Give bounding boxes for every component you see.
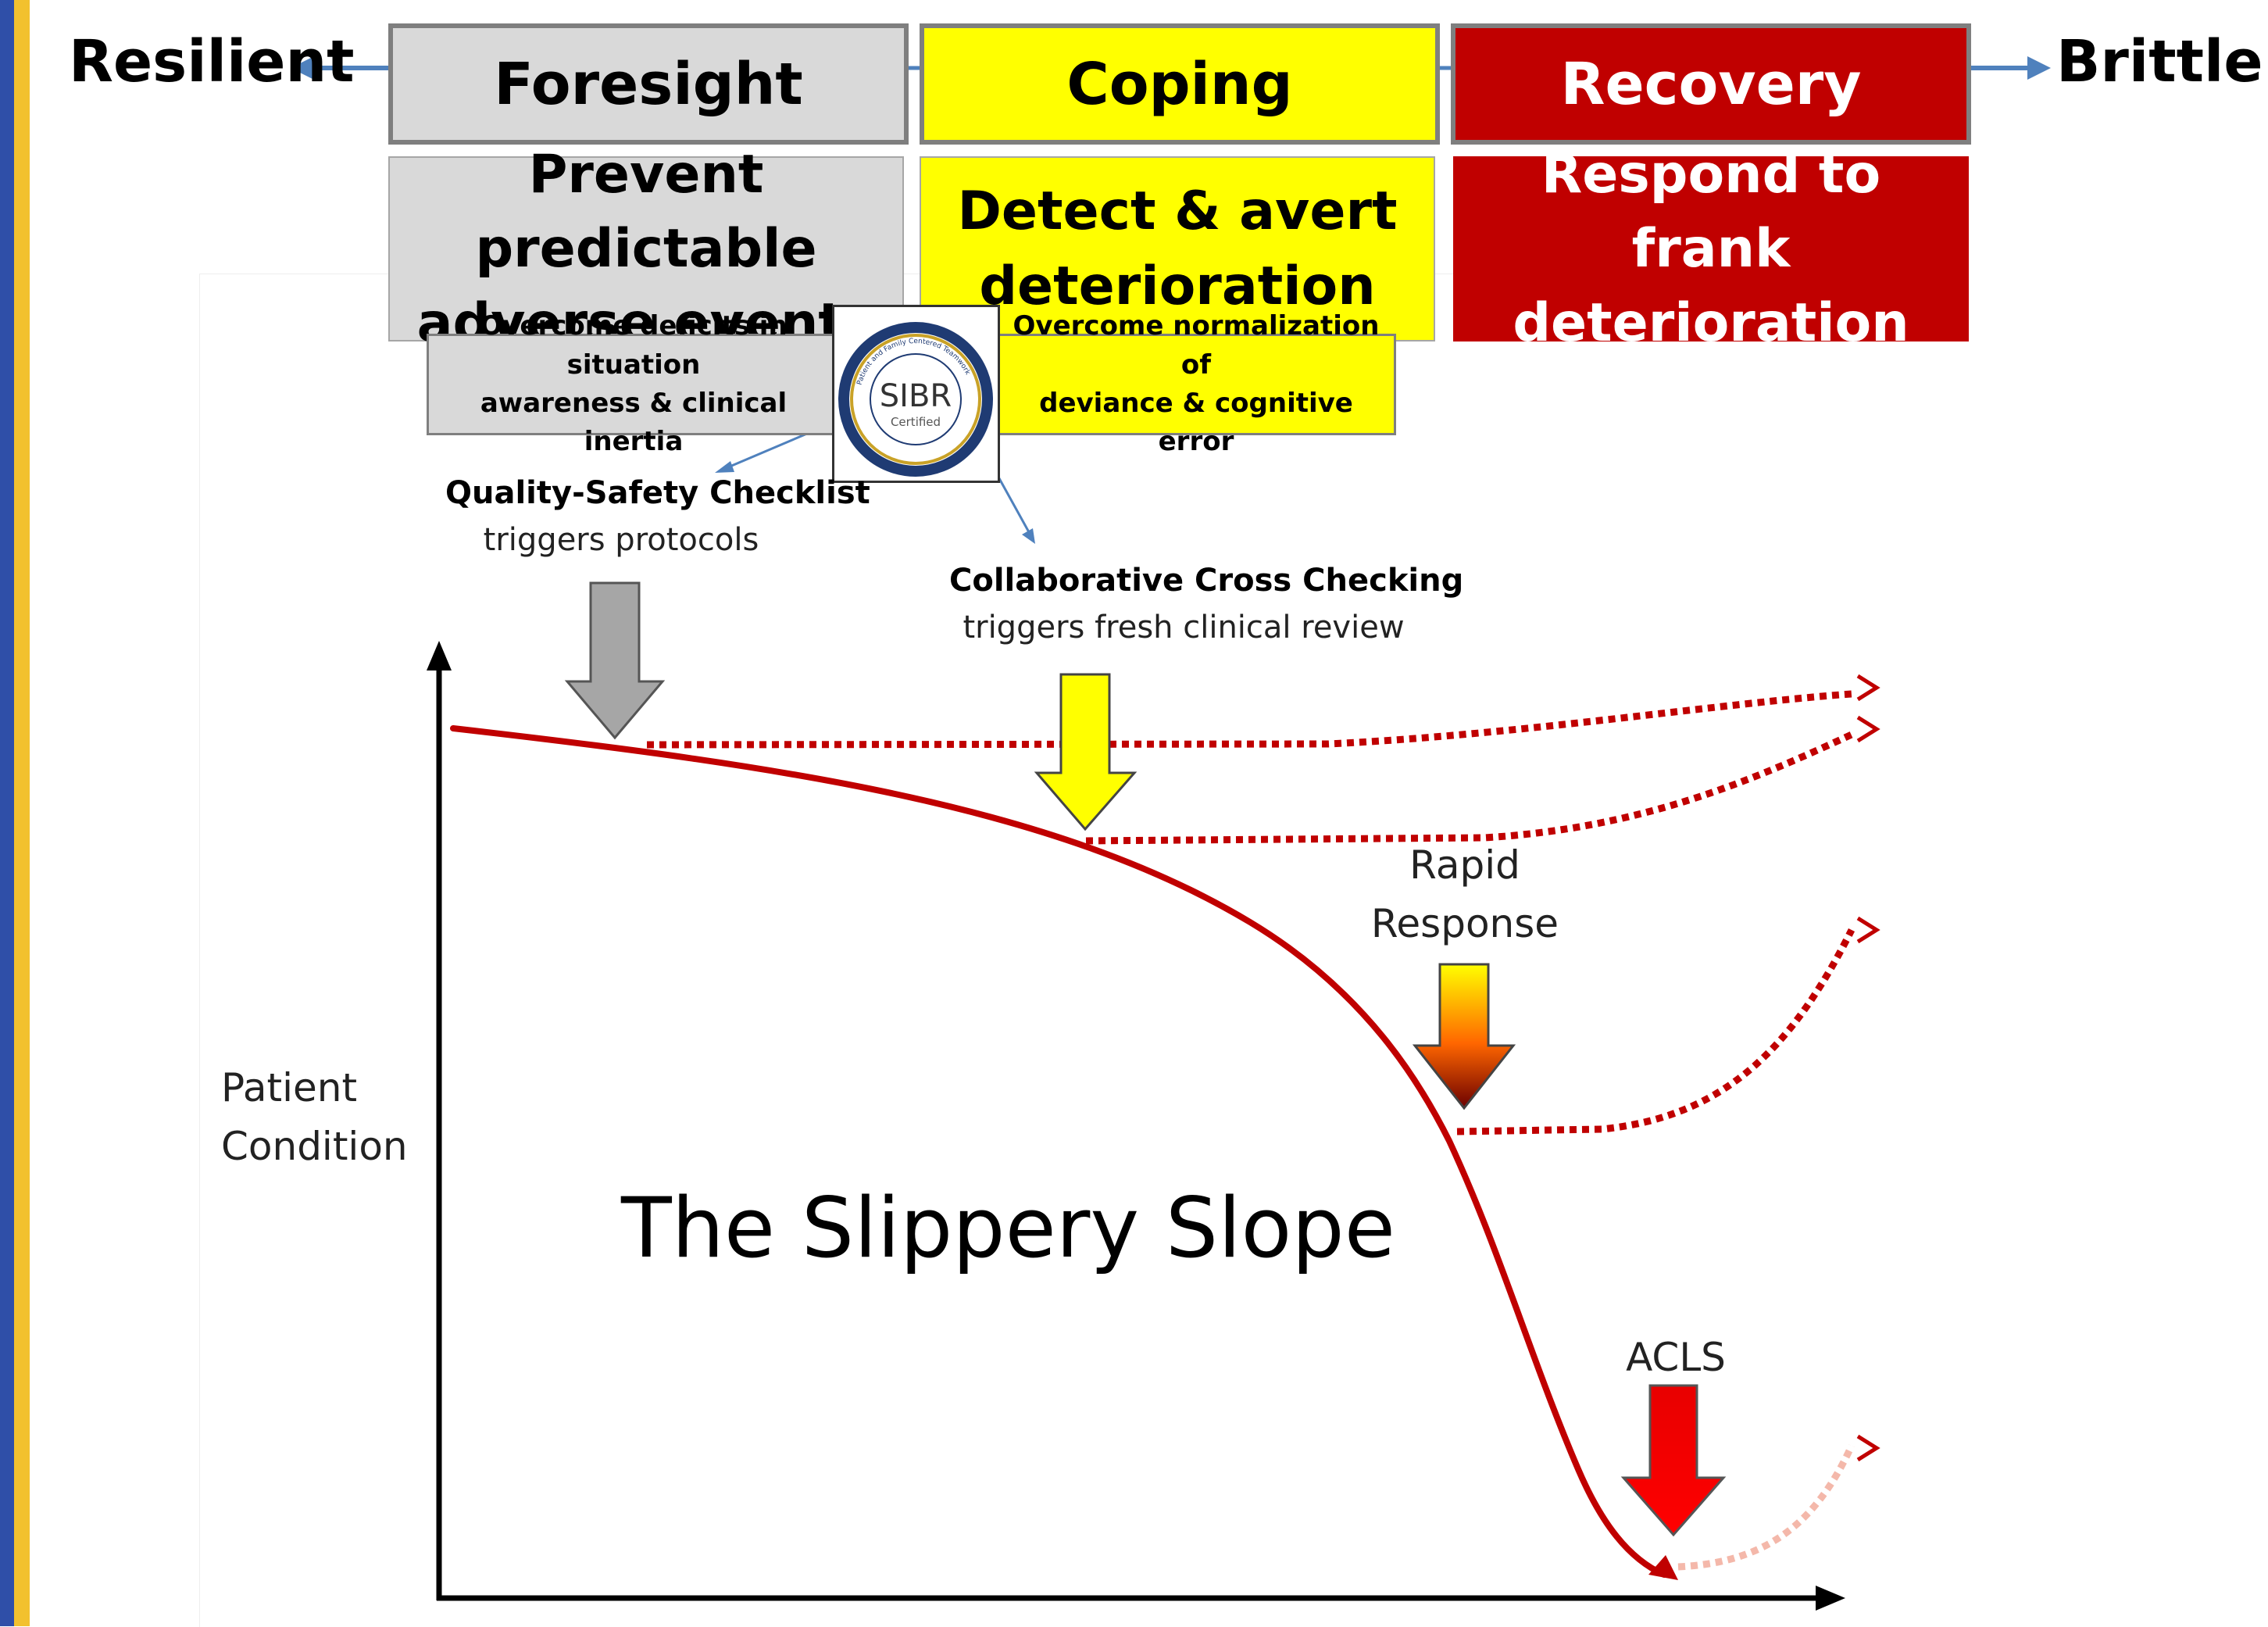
x-axis (437, 1586, 1845, 1611)
goal-recovery-line1: Respond to frank (1541, 143, 1881, 280)
y-axis-label-line2: Condition (221, 1124, 408, 1169)
resilient-label: Resilient (69, 28, 355, 95)
phase-foresight-label: Foresight (494, 50, 803, 118)
detail-foresight-line1: Overcome deficits in situation (480, 310, 788, 381)
left-stripe-blue (0, 0, 14, 1626)
arrow-right-icon (1969, 56, 2051, 80)
detail-coping: Overcome normalization of deviance & cog… (996, 310, 1396, 457)
chart-area (199, 274, 1864, 1627)
goal-coping-line1: Detect & avert (957, 181, 1398, 243)
crosscheck-title: Collaborative Cross Checking (949, 563, 1464, 599)
goal-foresight-line1: Prevent predictable (475, 143, 817, 280)
slippery-slope-curve (450, 725, 1667, 1578)
chevron-right-icon (1856, 1434, 1880, 1462)
trajectory-rapid-response (1456, 928, 1855, 1135)
y-axis-label-line1: Patient (221, 1065, 358, 1110)
down-arrow-icon (1412, 963, 1516, 1110)
down-arrow-icon (1034, 673, 1138, 831)
goal-recovery-line2: deterioration (1513, 292, 1909, 355)
arrow-left-icon (291, 56, 391, 80)
chevron-right-icon (1856, 715, 1880, 743)
crosscheck-subtitle: triggers fresh clinical review (963, 610, 1405, 645)
callout-line-crosscheck (995, 472, 1034, 540)
left-stripe-gold (14, 0, 30, 1626)
goal-coping-line2: deterioration (979, 255, 1376, 317)
sibr-logo-text: SIBR (880, 378, 952, 414)
chevron-right-icon (1856, 674, 1880, 702)
detail-coping-line2: deviance & cognitive error (1039, 388, 1353, 458)
sibr-seal: Patient and Family Centered Teamwork SIB… (838, 322, 993, 477)
intervention-rapid-response: Rapid Response (1359, 836, 1570, 953)
down-arrow-icon (564, 581, 666, 740)
chevron-right-icon (1856, 916, 1880, 944)
checklist-title: Quality-Safety Checklist (445, 475, 870, 511)
phase-foresight: Foresight (388, 23, 909, 145)
sibr-logo-sub: Certified (891, 415, 941, 429)
detail-coping-line1: Overcome normalization of (1013, 310, 1380, 381)
trajectory-crosscheck (1085, 731, 1853, 845)
rapid-response-line1: Rapid (1409, 842, 1520, 888)
detail-foresight-line2: awareness & clinical inertia (480, 388, 788, 458)
intervention-crosscheck: Collaborative Cross Checking triggers fr… (949, 563, 1464, 645)
intervention-checklist: Quality-Safety Checklist triggers protoc… (445, 475, 870, 558)
checklist-subtitle: triggers protocols (483, 522, 759, 558)
rapid-response-line2: Response (1370, 901, 1559, 946)
detail-foresight: Overcome deficits in situation awareness… (427, 310, 841, 457)
y-axis (427, 641, 452, 1600)
trajectory-acls (1677, 1444, 1855, 1571)
trajectory-checklist (646, 690, 1852, 749)
phase-coping: Coping (920, 23, 1440, 145)
phase-recovery: Recovery (1451, 23, 1971, 145)
intervention-acls: ACLS (1626, 1335, 1726, 1380)
goal-foresight: Prevent predictable adverse events (388, 144, 904, 354)
phase-coping-label: Coping (1066, 50, 1293, 118)
curve-arrowhead (1648, 1555, 1678, 1580)
goal-recovery: Respond to frank deterioration (1453, 144, 1969, 354)
sibr-certified-logo: Patient and Family Centered Teamwork SIB… (832, 305, 1000, 483)
down-arrow-icon (1620, 1384, 1727, 1537)
goal-coping: Detect & avert deterioration (920, 156, 1435, 341)
phase-recovery-label: Recovery (1560, 50, 1862, 118)
y-axis-label: Patient Condition (221, 1059, 408, 1176)
main-title: The Slippery Slope (621, 1180, 1395, 1276)
brittle-label: Brittle (2056, 28, 2263, 95)
